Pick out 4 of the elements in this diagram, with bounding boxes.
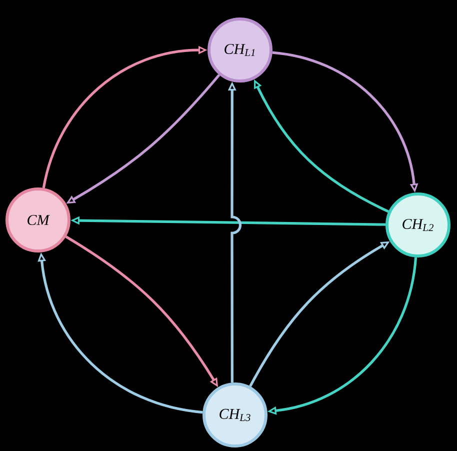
circle-node: CH$_{L1}$ [208,18,272,82]
circle-node: CH$_{L2}$ [386,192,450,258]
circle-node: CH$_{L3}$ [202,382,268,448]
circle-node: CM [6,188,70,252]
